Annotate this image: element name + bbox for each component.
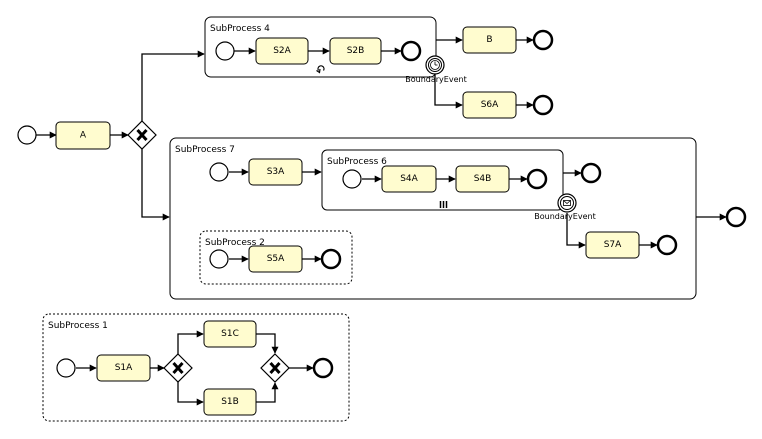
flow-message-to-s7a bbox=[566, 213, 586, 249]
message-boundary-event-label: BoundaryEvent bbox=[534, 212, 595, 221]
task-s1b-label: S1B bbox=[221, 397, 239, 407]
parallel-multi-instance-icon bbox=[439, 201, 448, 208]
subprocess-6-label: SubProcess 6 bbox=[327, 157, 387, 167]
subprocess-7-label: SubProcess 7 bbox=[175, 145, 235, 155]
x-icon bbox=[172, 361, 184, 375]
timer-boundary-event[interactable]: BoundaryEvent bbox=[405, 55, 467, 84]
start-event[interactable] bbox=[17, 125, 37, 145]
task-s1c-label: S1C bbox=[221, 329, 239, 339]
end-event-process[interactable] bbox=[725, 206, 747, 228]
task-s4b-label: S4B bbox=[474, 174, 492, 184]
task-s6a-label: S6A bbox=[481, 100, 499, 110]
end-event-subprocess-2[interactable] bbox=[320, 248, 342, 270]
task-s2b-label: S2B bbox=[347, 46, 365, 56]
task-s2a-label: S2A bbox=[273, 46, 291, 56]
subprocess-2-label: SubProcess 2 bbox=[205, 238, 265, 248]
end-event-subprocess-6[interactable] bbox=[526, 168, 548, 190]
exclusive-gateway-split[interactable] bbox=[163, 353, 193, 383]
task-s4a-label: S4A bbox=[400, 174, 418, 184]
task-s3a-label: S3A bbox=[267, 167, 285, 177]
loop-icon bbox=[316, 65, 325, 74]
end-event-subprocess-4[interactable] bbox=[400, 40, 422, 62]
end-event-after-s7a[interactable] bbox=[656, 234, 678, 256]
task-s1a[interactable]: S1A bbox=[96, 354, 151, 382]
flow-timer-to-s6a bbox=[434, 74, 463, 109]
start-event-subprocess-7[interactable] bbox=[209, 162, 229, 182]
task-s1a-label: S1A bbox=[115, 363, 133, 373]
flow-s1b-to-join bbox=[256, 382, 279, 403]
task-s6a[interactable]: S6A bbox=[462, 91, 517, 119]
subprocess-4[interactable]: SubProcess 4 bbox=[204, 16, 437, 78]
message-boundary-event[interactable]: BoundaryEvent bbox=[534, 193, 596, 221]
task-s4b[interactable]: S4B bbox=[455, 165, 510, 193]
envelope-icon bbox=[563, 200, 571, 206]
task-s7a[interactable]: S7A bbox=[585, 231, 640, 259]
task-s5a-label: S5A bbox=[267, 254, 285, 264]
x-icon bbox=[136, 128, 148, 142]
task-s2a[interactable]: S2A bbox=[255, 37, 309, 65]
task-s3a[interactable]: S3A bbox=[248, 158, 303, 186]
end-event-subprocess-1[interactable] bbox=[312, 357, 334, 379]
subprocess-6[interactable]: SubProcess 6 bbox=[321, 149, 564, 211]
task-s2b[interactable]: S2B bbox=[329, 37, 382, 65]
flow-s1c-to-join bbox=[256, 333, 279, 354]
start-event-subprocess-1[interactable] bbox=[56, 358, 76, 378]
subprocess-1[interactable]: SubProcess 1 bbox=[42, 313, 350, 422]
task-s1b[interactable]: S1B bbox=[203, 388, 257, 416]
task-s4a[interactable]: S4A bbox=[381, 165, 437, 193]
end-event-after-s6a[interactable] bbox=[532, 94, 554, 116]
subprocess-4-label: SubProcess 4 bbox=[210, 24, 270, 34]
end-event-after-subprocess-6[interactable] bbox=[580, 162, 602, 184]
task-s5a[interactable]: S5A bbox=[248, 245, 303, 273]
task-a[interactable]: A bbox=[55, 121, 111, 150]
start-event-subprocess-2[interactable] bbox=[209, 249, 229, 269]
task-a-label: A bbox=[80, 131, 87, 141]
exclusive-gateway-main[interactable] bbox=[127, 120, 157, 150]
sequence-flows bbox=[36, 36, 727, 406]
subprocess-1-label: SubProcess 1 bbox=[48, 321, 108, 331]
task-b-label: B bbox=[486, 35, 492, 45]
flow-gateway-to-subprocess-7 bbox=[141, 149, 170, 221]
task-b[interactable]: B bbox=[462, 26, 517, 54]
task-s7a-label: S7A bbox=[604, 240, 622, 250]
x-icon bbox=[269, 361, 281, 375]
end-event-after-b[interactable] bbox=[532, 29, 554, 51]
timer-icon bbox=[430, 60, 440, 70]
task-s1c[interactable]: S1C bbox=[203, 320, 257, 348]
exclusive-gateway-join[interactable] bbox=[260, 353, 290, 383]
start-event-subprocess-4[interactable] bbox=[215, 41, 235, 61]
flow-gateway-to-subprocess-4 bbox=[141, 50, 205, 121]
timer-boundary-event-label: BoundaryEvent bbox=[405, 75, 466, 84]
flow-split-to-s1b bbox=[177, 382, 204, 406]
start-event-subprocess-6[interactable] bbox=[342, 169, 362, 189]
flow-split-to-s1c bbox=[177, 330, 204, 354]
